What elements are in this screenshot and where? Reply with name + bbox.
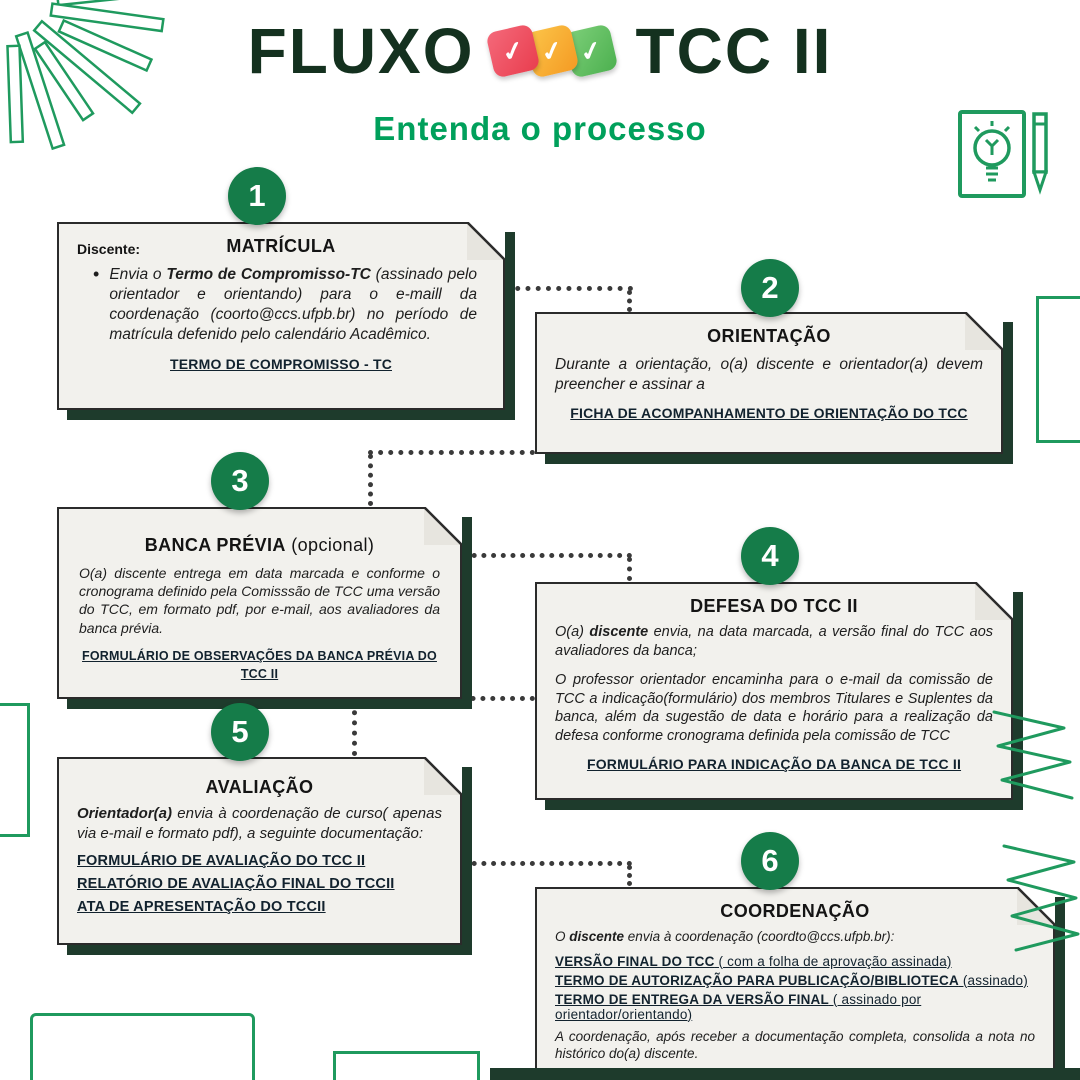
connector-3-4-horizontal [462, 553, 632, 558]
folded-corner-icon [965, 312, 1003, 350]
body-text: Envia o Termo de Compromisso-TC (assinad… [109, 266, 478, 344]
connector-1-2-horizontal [505, 286, 633, 291]
card-title-orientacao: ORIENTAÇÃO [707, 326, 831, 346]
step-number-2: 2 [741, 259, 799, 317]
starburst-decoration [6, 0, 165, 151]
doc-link-termo-compromisso[interactable]: TERMO DE COMPROMISSO - TC [170, 355, 392, 372]
folded-corner-icon [1017, 887, 1055, 925]
card-title-coordenacao: COORDENAÇÃO [720, 901, 870, 921]
doc-link-termo-autorizacao[interactable]: TERMO DE AUTORIZAÇÃO PARA PUBLICAÇÃO/BIB… [555, 972, 1028, 988]
step-number-3: 3 [211, 452, 269, 510]
step-number-5: 5 [211, 703, 269, 761]
bottom-accent-bar [490, 1068, 1080, 1080]
doc-link-formulario-observacoes[interactable]: FORMULÁRIO DE OBSERVAÇÕES DA BANCA PRÉVI… [82, 648, 437, 681]
step-card-matricula: MATRÍCULA Discente: • Envia o Termo de C… [57, 222, 505, 410]
doc-link-versao-final[interactable]: VERSÃO FINAL DO TCC ( com a folha de apr… [555, 953, 952, 969]
connector-2-3-horizontal [368, 450, 535, 455]
folded-corner-icon [424, 507, 462, 545]
footer-note: A coordenação, após receber a documentaç… [555, 1028, 1035, 1062]
card-title-defesa: DEFESA DO TCC II [690, 596, 858, 616]
outline-rect-bottom-left [30, 1013, 255, 1080]
folded-corner-icon [424, 757, 462, 795]
step-number-6: 6 [741, 832, 799, 890]
doc-link-ata-apresentacao[interactable]: ATA DE APRESENTAÇÃO DO TCCII [77, 899, 326, 915]
doc-link-termo-entrega[interactable]: TERMO DE ENTREGA DA VERSÃO FINAL ( assin… [555, 991, 922, 1022]
doc-link-formulario-indicacao-banca[interactable]: FORMULÁRIO PARA INDICAÇÃO DA BANCA DE TC… [586, 756, 962, 773]
title-fluxo: FLUXO [247, 15, 475, 87]
step-number-4: 4 [741, 527, 799, 585]
bulb-document-icon [958, 110, 1049, 198]
connector-5-6-vertical [627, 865, 632, 886]
step-card-coordenacao: COORDENAÇÃO O discente envia à coordenaç… [535, 887, 1055, 1079]
outline-rect-bottom-center [333, 1051, 480, 1080]
body-text: O discente envia à coordenação (coordto@… [555, 929, 895, 944]
title-tcc-ii: TCC II [635, 15, 833, 87]
step-card-avaliacao: AVALIAÇÃO Orientador(a) envia à coordena… [57, 757, 462, 945]
connector-2-3-vertical [368, 454, 373, 506]
connector-1-2-vertical [627, 290, 632, 312]
zigzag-decoration [992, 710, 1080, 952]
discente-label: Discente: [77, 241, 141, 257]
card-title-matricula: MATRÍCULA [226, 236, 336, 256]
check-badges: ✓ ✓ ✓ [484, 23, 619, 79]
check-icon-red: ✓ [484, 23, 541, 79]
card-title-avaliacao: AVALIAÇÃO [205, 777, 314, 797]
body-text: Durante a orientação, o(a) discente e or… [555, 356, 983, 394]
body-text-2: O professor orientador encaminha para o … [555, 671, 993, 745]
body-text-1: O(a) discente envia, na data marcada, a … [555, 624, 994, 659]
step-card-defesa: DEFESA DO TCC II O(a) discente envia, na… [535, 582, 1013, 800]
doc-link-relatorio-avaliacao[interactable]: RELATÓRIO DE AVALIAÇÃO FINAL DO TCCII [77, 876, 395, 892]
subtitle: Entenda o processo [373, 110, 707, 147]
connector-4-5-vertical [352, 700, 357, 756]
outline-rect-right [1036, 296, 1080, 443]
connector-3-4-vertical [627, 557, 632, 581]
step-card-orientacao: ORIENTAÇÃO Durante a orientação, o(a) di… [535, 312, 1003, 454]
doc-link-ficha-acompanhamento[interactable]: FICHA DE ACOMPANHAMENTO DE ORIENTAÇÃO DO… [570, 405, 968, 422]
step-number-1: 1 [228, 167, 286, 225]
body-text: Orientador(a) envia à coordenação de cur… [77, 805, 442, 842]
folded-corner-icon [975, 582, 1013, 620]
connector-5-6-horizontal [462, 861, 632, 866]
body-text: O(a) discente entrega em data marcada e … [79, 565, 440, 636]
bullet-icon: • [93, 264, 100, 284]
body-paragraph: • Envia o Termo de Compromisso-TC (assin… [77, 264, 485, 346]
step-card-banca-previa: BANCA PRÉVIA (opcional) O(a) discente en… [57, 507, 462, 699]
folded-corner-icon [467, 222, 505, 260]
page-title: FLUXO ✓ ✓ ✓ TCC II [0, 14, 1080, 88]
card-title-banca-previa: BANCA PRÉVIA (opcional) [144, 535, 375, 555]
outline-rect-left [0, 703, 30, 837]
doc-link-formulario-avaliacao[interactable]: FORMULÁRIO DE AVALIAÇÃO DO TCC II [77, 853, 366, 869]
